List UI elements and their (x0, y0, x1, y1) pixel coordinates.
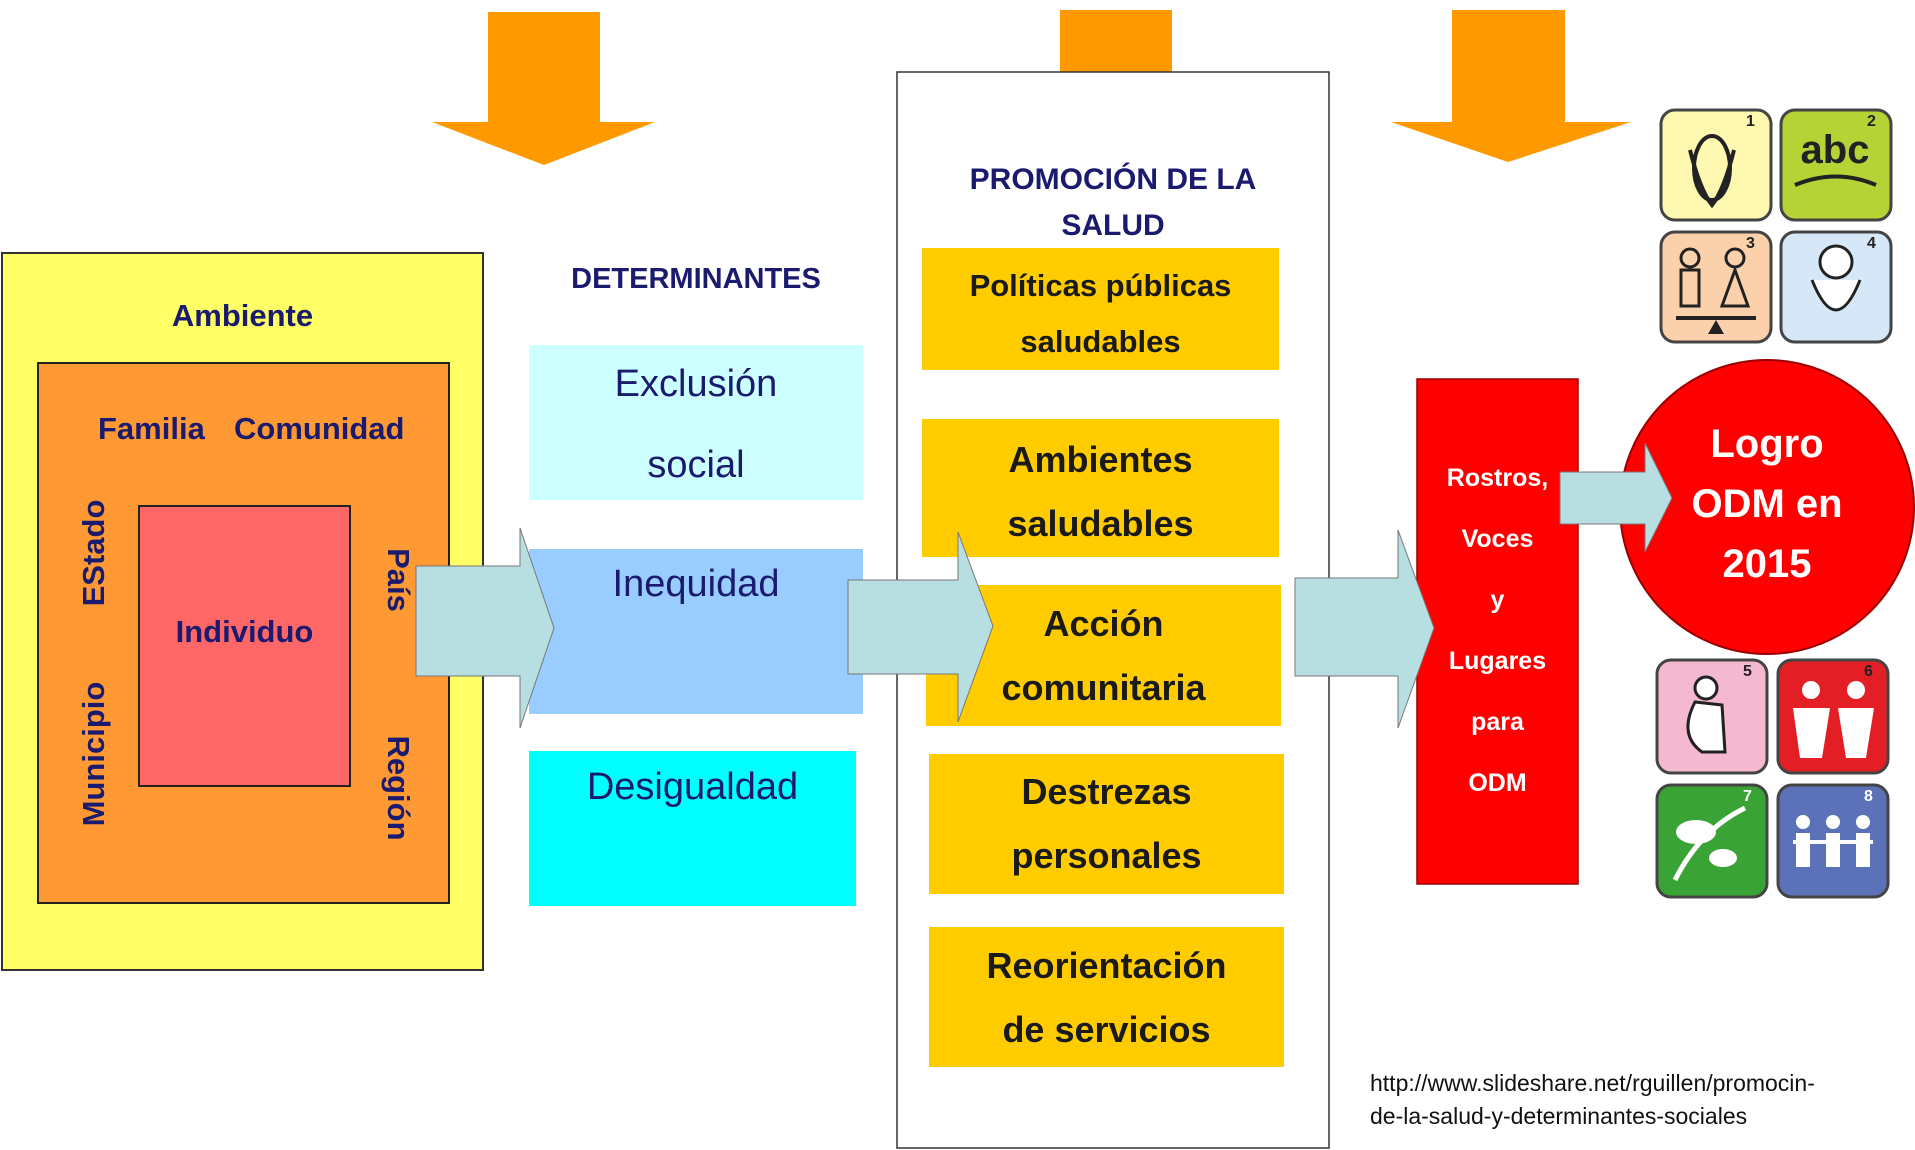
promo-3-line1: Acción (1043, 603, 1164, 644)
promo-2-line1: Ambientes (1008, 439, 1193, 480)
logro-line3: 2015 (1722, 542, 1812, 586)
odm-icon-5 (1655, 658, 1769, 775)
promo-3-line2: comunitaria (1001, 667, 1206, 708)
promo-text-5: Reorientación de servicios (929, 934, 1284, 1062)
rostros-line5: para (1471, 708, 1524, 736)
promo-text-1: Políticas públicas saludables (922, 258, 1279, 370)
promo-box-1 (922, 248, 1279, 370)
source-url-line1: http://www.slideshare.net/rguillen/promo… (1370, 1070, 1815, 1096)
right-arrow-1 (415, 527, 555, 729)
right-arrow-4 (1559, 442, 1673, 553)
promo-box-4 (929, 754, 1284, 894)
logro-text: Logro ODM en 2015 (1660, 414, 1874, 594)
pais-label: País (381, 548, 416, 612)
promo-box-2 (922, 419, 1279, 557)
rostros-line2: Voces (1461, 525, 1534, 553)
determinantes-title: DETERMINANTES (571, 263, 821, 295)
estado-label: EStado (76, 499, 111, 607)
promo-5-line2: de servicios (1002, 1009, 1211, 1050)
odm-number-7: 7 (1743, 788, 1752, 805)
desigualdad-text: Desigualdad (586, 766, 799, 808)
odm-icon-2 (1779, 108, 1893, 222)
individuo-label: Individuo (175, 614, 314, 649)
exclusion-line1: Exclusión (614, 363, 778, 405)
odm-icon-7 (1655, 783, 1769, 899)
logro-line1: Logro (1710, 422, 1824, 466)
odm-icon-1 (1659, 108, 1773, 222)
familia-label: Familia (98, 411, 205, 446)
odm-icon-6 (1776, 658, 1890, 775)
odm-number-1: 1 (1746, 113, 1755, 130)
odm-number-3: 3 (1746, 235, 1755, 252)
promo-2-line2: saludables (1007, 503, 1194, 544)
rostros-line3: y (1490, 586, 1505, 614)
comunidad-label: Comunidad (234, 411, 405, 446)
promo-1-line1: Políticas públicas (969, 268, 1232, 303)
down-arrow-3 (1391, 10, 1631, 162)
odm-icon-4 (1779, 230, 1893, 344)
odm-icon-3 (1659, 230, 1773, 344)
promo-text-4: Destrezas personales (929, 760, 1284, 888)
abc-icon-text: abc (1800, 128, 1870, 172)
inequidad-box (529, 549, 863, 714)
rostros-line1: Rostros, (1446, 464, 1549, 492)
promo-text-2: Ambientes saludables (922, 428, 1279, 556)
odm-number-6: 6 (1864, 663, 1873, 680)
source-url-line2: de-la-salud-y-determinantes-sociales (1370, 1103, 1748, 1129)
promocion-title: PROMOCIÓN DE LA SALUD (897, 157, 1329, 249)
inequidad-text: Inequidad (612, 563, 780, 605)
individuo-box (138, 505, 351, 787)
odm-number-4: 4 (1867, 235, 1876, 252)
rostros-line4: Lugares (1448, 647, 1547, 675)
region-label: Región (381, 735, 416, 841)
odm-number-2: 2 (1867, 113, 1876, 130)
right-arrow-2 (847, 531, 994, 723)
rostros-text: Rostros, Voces y Lugares para ODM (1417, 448, 1578, 814)
ambiente-label: Ambiente (171, 298, 314, 333)
promo-1-line2: saludables (1020, 324, 1181, 359)
exclusion-line2: social (647, 444, 745, 486)
right-arrow-3 (1294, 529, 1435, 729)
promocion-title-line1: PROMOCIÓN DE LA (969, 163, 1257, 196)
promo-4-line1: Destrezas (1021, 771, 1192, 812)
odm-icon-8 (1776, 783, 1890, 899)
promo-text-3: Acción comunitaria (926, 592, 1281, 720)
exclusion-text: Exclusión social (529, 360, 863, 489)
desigualdad-box (529, 751, 856, 906)
down-arrow-1 (432, 12, 655, 165)
rostros-box (1416, 378, 1579, 885)
odm-number-8: 8 (1864, 788, 1873, 805)
promo-4-line2: personales (1011, 835, 1202, 876)
odm-number-5: 5 (1743, 663, 1752, 680)
exclusion-box (529, 345, 863, 500)
rostros-line6: ODM (1468, 769, 1527, 797)
municipio-label: Municipio (76, 681, 111, 827)
source-url[interactable]: http://www.slideshare.net/rguillen/promo… (1370, 1067, 1815, 1133)
promo-box-5 (929, 927, 1284, 1067)
promocion-title-line2: SALUD (1061, 209, 1165, 242)
logro-line2: ODM en (1691, 482, 1843, 526)
promo-5-line1: Reorientación (986, 945, 1227, 986)
